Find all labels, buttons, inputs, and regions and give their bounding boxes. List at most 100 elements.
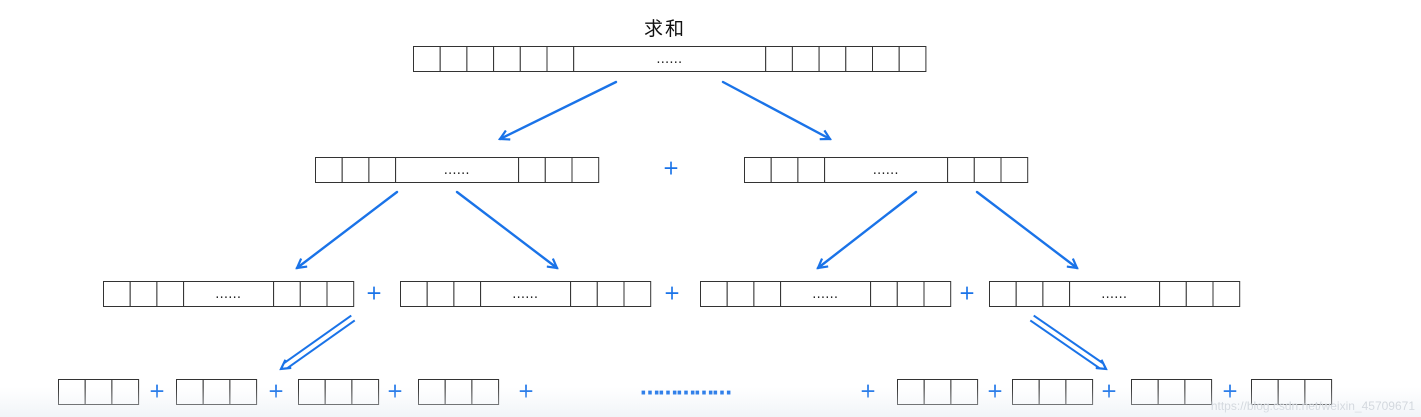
dotted-ellipsis: ……………	[640, 376, 731, 400]
array-level-1-left: ……	[315, 157, 600, 183]
double-arrow-head	[281, 318, 353, 369]
array-cell	[426, 281, 455, 307]
array-cell	[466, 46, 495, 72]
ellipsis-label: ……	[873, 163, 899, 178]
array-level-2-b: ……	[400, 281, 652, 307]
double-arrow-right	[1029, 314, 1106, 369]
plus-sign: +	[366, 281, 383, 305]
array-cell	[326, 281, 355, 307]
array-cell	[744, 157, 772, 183]
ellipsis-label: ……	[444, 163, 470, 178]
array-cell	[315, 157, 343, 183]
array-cell	[351, 379, 380, 405]
array-cell	[519, 46, 548, 72]
plus-sign: +	[518, 379, 535, 403]
array-cell	[418, 379, 446, 405]
double-arrow-line	[287, 319, 356, 369]
array-cell	[1012, 379, 1040, 405]
array-cell	[1184, 379, 1213, 405]
ellipsis-cell	[395, 157, 520, 183]
arrow-l1-right-down-left	[818, 190, 918, 268]
array-cell	[570, 281, 598, 307]
array-level-2-a: ……	[103, 281, 355, 307]
array-cell	[202, 379, 231, 405]
array-cell	[176, 379, 204, 405]
array-cell	[299, 281, 328, 307]
array-cell	[84, 379, 113, 405]
double-arrow-line	[1033, 314, 1104, 364]
ellipsis-cell	[480, 281, 572, 307]
ellipsis-label: ……	[512, 287, 538, 302]
arrow-l1-right-down-right	[975, 190, 1077, 268]
array-cell	[989, 281, 1017, 307]
array-level-3-4	[418, 379, 500, 405]
plus-sign: +	[268, 379, 285, 403]
array-cell	[1185, 281, 1214, 307]
array-cell	[1131, 379, 1159, 405]
plus-sign: +	[149, 379, 166, 403]
plus-sign: +	[387, 379, 404, 403]
watermark: https://blog.csdn.net/weixin_45709671	[1210, 399, 1415, 413]
double-arrow-left	[281, 314, 356, 369]
double-arrow-head	[1032, 318, 1106, 369]
array-cell	[845, 46, 873, 72]
array-cell	[544, 157, 573, 183]
array-level-3-1	[58, 379, 140, 405]
array-level-3-6	[1012, 379, 1094, 405]
array-level-0: ……	[413, 46, 927, 72]
double-arrow-line	[1029, 319, 1100, 369]
array-cell	[596, 281, 625, 307]
array-cell	[546, 46, 575, 72]
plus-sign: +	[959, 281, 976, 305]
array-cell	[770, 157, 799, 183]
array-cell	[898, 46, 927, 72]
array-cell	[923, 379, 952, 405]
array-level-2-d: ……	[989, 281, 1241, 307]
ellipsis-cell	[1069, 281, 1161, 307]
array-cell	[870, 281, 898, 307]
array-cell	[493, 46, 521, 72]
arrow-l1-left-down-left	[297, 190, 399, 268]
ellipsis-label: ……	[215, 287, 241, 302]
array-cell	[700, 281, 728, 307]
array-level-3-3	[298, 379, 380, 405]
array-cell	[1065, 379, 1094, 405]
ellipsis-label: ……	[1101, 287, 1127, 302]
array-cell	[923, 281, 952, 307]
array-cell	[156, 281, 185, 307]
title: 求和	[643, 18, 686, 40]
array-cell	[896, 281, 925, 307]
array-cell	[623, 281, 652, 307]
array-cell	[1038, 379, 1067, 405]
array-cell	[444, 379, 473, 405]
plus-sign: +	[860, 379, 877, 403]
array-cell	[765, 46, 793, 72]
array-cell	[726, 281, 755, 307]
array-cell	[973, 157, 1002, 183]
array-cell	[324, 379, 353, 405]
ellipsis-cell	[780, 281, 872, 307]
ellipsis-label: ……	[812, 287, 838, 302]
array-cell	[872, 46, 900, 72]
array-cell	[413, 46, 441, 72]
array-cell	[950, 379, 979, 405]
plus-sign: +	[987, 379, 1004, 403]
arrow-l0-left	[500, 80, 618, 139]
array-cell	[791, 46, 820, 72]
array-cell	[439, 46, 468, 72]
array-cell	[129, 281, 158, 307]
array-cell	[58, 379, 86, 405]
array-cell	[897, 379, 925, 405]
ellipsis-label: ……	[656, 52, 682, 67]
array-level-1-right: ……	[744, 157, 1029, 183]
plus-sign: +	[664, 281, 681, 305]
plus-sign: +	[1101, 379, 1118, 403]
array-cell	[1042, 281, 1071, 307]
array-cell	[1159, 281, 1187, 307]
double-arrow-line	[283, 314, 352, 364]
array-level-3-7	[1131, 379, 1213, 405]
array-level-3-2	[176, 379, 258, 405]
array-cell	[273, 281, 301, 307]
array-cell	[298, 379, 326, 405]
